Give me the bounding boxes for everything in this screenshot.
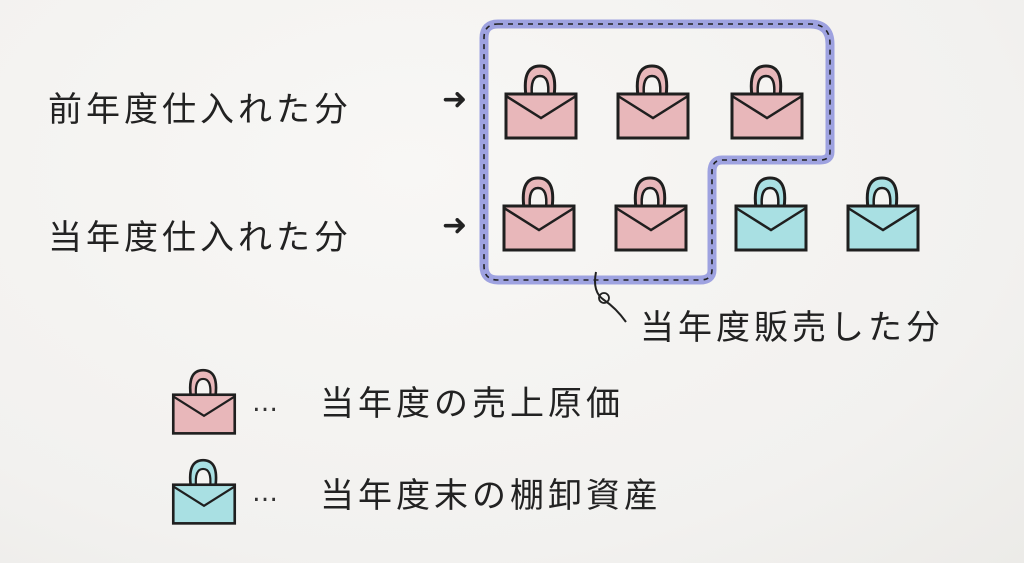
bag-icon-inventory <box>734 176 808 252</box>
sold-label-leader-line <box>594 271 627 323</box>
row-label-current-year: 当年度仕入れた分 <box>48 218 352 258</box>
legend-bag-icon-inventory <box>171 458 237 525</box>
bag-icon-inventory <box>846 176 920 252</box>
sold-label-leader-loop <box>598 292 610 304</box>
legend-bag-icon-sold <box>171 368 237 435</box>
arrow-right-icon: ➜ <box>442 82 468 117</box>
legend-ellipsis: … <box>252 388 280 418</box>
sold-this-year-label: 当年度販売した分 <box>640 308 944 348</box>
bag-icon-sold <box>504 64 578 140</box>
bag-icon-sold <box>614 176 688 252</box>
legend-ellipsis: … <box>252 478 280 508</box>
bag-icon-sold <box>616 64 690 140</box>
bag-icon-sold <box>502 176 576 252</box>
row-label-prev-year: 前年度仕入れた分 <box>48 90 352 130</box>
bag-icon-sold <box>730 64 804 140</box>
legend-cogs-label: 当年度の売上原価 <box>320 384 624 424</box>
legend-ending-inventory-label: 当年度末の棚卸資産 <box>320 476 662 516</box>
sold-group-dashed-outline <box>483 23 831 281</box>
arrow-right-icon: ➜ <box>442 208 468 243</box>
